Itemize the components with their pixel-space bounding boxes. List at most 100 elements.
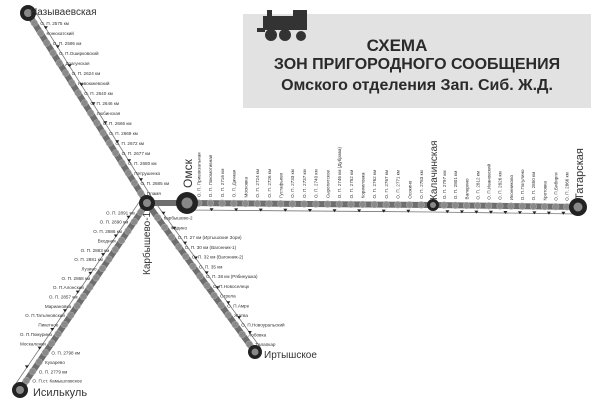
zone-boundary-marker xyxy=(445,210,450,214)
zone-boundary-marker xyxy=(357,209,362,213)
station-label: О. П. 2868 км xyxy=(62,276,91,281)
station-marker xyxy=(86,283,94,291)
station-marker xyxy=(265,200,273,208)
station-label: Талапкар xyxy=(255,342,276,347)
station-marker xyxy=(359,200,367,209)
station-label: Лобовка xyxy=(248,332,266,337)
station-label: Любинская xyxy=(97,111,121,116)
station-label: О. П. 2724 км xyxy=(255,169,260,198)
station-label: О. П.Татьяновский xyxy=(25,312,65,318)
station-label: О. П.Новоселецк xyxy=(213,284,250,289)
station-label: Петрушенко xyxy=(134,171,160,176)
station-label: О. П.Амре xyxy=(227,303,249,308)
station-label: О. П. 2826 км xyxy=(498,171,503,200)
title-line-2: ЗОН ПРИГОРОДНОГО СООБЩЕНИЯ xyxy=(273,56,561,73)
station-label: О. П. 2672 км xyxy=(115,141,144,146)
station-marker xyxy=(43,39,51,47)
zone-boundary-marker xyxy=(258,208,263,212)
station-label: О. П. 2891 км xyxy=(106,210,135,215)
station-marker xyxy=(496,202,504,210)
station-marker xyxy=(218,199,226,207)
hub-label-nazyvaevskaya: Называевская xyxy=(30,7,97,18)
station-marker xyxy=(288,200,297,208)
station-marker xyxy=(347,200,355,208)
station-marker xyxy=(54,330,62,338)
station-marker xyxy=(105,255,113,263)
station-label: Густафьево xyxy=(279,172,284,197)
station-label: Москаленки xyxy=(20,341,46,346)
station-marker xyxy=(112,149,120,157)
station-marker xyxy=(196,272,204,280)
station-marker xyxy=(35,358,43,366)
station-label: Лузино xyxy=(81,266,97,271)
station-marker xyxy=(29,367,37,375)
station-label: О. П. 2752 км xyxy=(349,170,354,199)
zone-boundary-marker xyxy=(406,209,411,213)
hub-station-core xyxy=(251,348,259,356)
hub-label-omsk: Омск xyxy=(181,158,195,188)
station-label: О. П. 2640 км xyxy=(84,91,113,96)
station-label: О. П. 2726 км xyxy=(267,169,272,198)
station-marker xyxy=(68,79,76,87)
station-marker xyxy=(137,208,145,216)
station-marker xyxy=(474,202,482,210)
station-label: О. П. 2886 км xyxy=(93,229,122,234)
zone-boundary-marker xyxy=(474,210,479,214)
station-label: Карбышево-2 xyxy=(164,216,193,221)
station-label: О. П. 2733 км xyxy=(290,169,295,198)
station-label: Пламя xyxy=(147,191,162,196)
hub-label-tatarskaya: Татарская xyxy=(574,148,586,200)
station-marker xyxy=(300,200,308,208)
zone-boundary-marker xyxy=(532,211,537,215)
station-label: О. П. 2767 км xyxy=(384,170,389,199)
hub-label-irtyshskoe: Иртышское xyxy=(264,350,317,361)
station-marker xyxy=(79,292,88,301)
station-label: Фадино xyxy=(171,225,188,230)
hub-station-core xyxy=(24,9,32,17)
station-label: Конюхатский xyxy=(47,30,75,36)
zone-boundary-marker xyxy=(75,290,80,294)
zone-boundary-marker xyxy=(546,211,551,215)
zone-boundary-marker xyxy=(237,316,242,320)
station-label: О. П. 2801 км xyxy=(453,171,458,200)
station-marker xyxy=(382,201,390,209)
zone-boundary-marker xyxy=(115,140,120,144)
zone-boundary-marker xyxy=(37,346,42,350)
station-marker xyxy=(118,159,126,167)
station-marker xyxy=(529,202,537,210)
zone-boundary-marker xyxy=(126,215,131,219)
station-label: Кротовка xyxy=(542,181,547,201)
zone-boundary-marker xyxy=(247,330,252,334)
station-marker xyxy=(182,252,190,261)
hub-station-core xyxy=(573,202,583,212)
station-label: О. П. 2850 км xyxy=(531,172,536,201)
station-marker xyxy=(30,19,38,27)
hub-station-core xyxy=(430,202,436,208)
zone-boundary-marker xyxy=(63,309,68,313)
zone-boundary-marker xyxy=(79,83,84,87)
zone-boundary-marker xyxy=(215,286,220,290)
station-label: О. П. 2812 км xyxy=(475,171,480,200)
station-marker xyxy=(36,29,45,37)
station-marker xyxy=(168,233,176,241)
station-marker xyxy=(241,199,250,208)
station-marker xyxy=(462,201,471,210)
station-marker xyxy=(507,202,515,210)
station-marker xyxy=(153,214,162,222)
station-label: О. П.Ивановский xyxy=(486,163,492,199)
station-marker xyxy=(405,201,414,209)
station-label: Новоюжевский xyxy=(78,80,110,86)
zone-boundary-marker xyxy=(50,327,55,331)
zone-boundary-marker xyxy=(161,211,166,215)
station-label: О. П. 2783 км xyxy=(419,170,424,199)
station-label: О. П. 2798 км xyxy=(51,351,80,356)
station-marker xyxy=(253,199,261,208)
station-label: Осокино xyxy=(407,180,412,199)
station-marker xyxy=(540,202,549,211)
station-label: О. П. 2666 км xyxy=(103,121,132,126)
station-label: Валерино xyxy=(464,178,469,200)
station-marker xyxy=(22,377,30,385)
station-label: Сыропятское xyxy=(325,169,330,198)
station-label: О. П.Бибирги xyxy=(553,172,558,201)
